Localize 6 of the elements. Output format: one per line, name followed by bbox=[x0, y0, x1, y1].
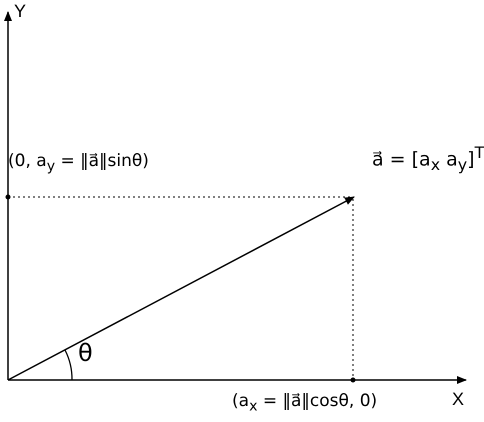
point-label: (a$_{x}$ = ‖a⃗‖cosθ, 0) bbox=[232, 392, 378, 415]
axis-label: Y bbox=[14, 2, 26, 22]
point-label: (0, a$_{y}$ = ‖a⃗‖sinθ) bbox=[8, 152, 149, 175]
angle-label: θ bbox=[78, 340, 93, 366]
vector-label: a⃗ = [a$_{x}$ a$_{y}$]$^{T}$ bbox=[372, 144, 484, 174]
axis-label: X bbox=[452, 390, 464, 410]
